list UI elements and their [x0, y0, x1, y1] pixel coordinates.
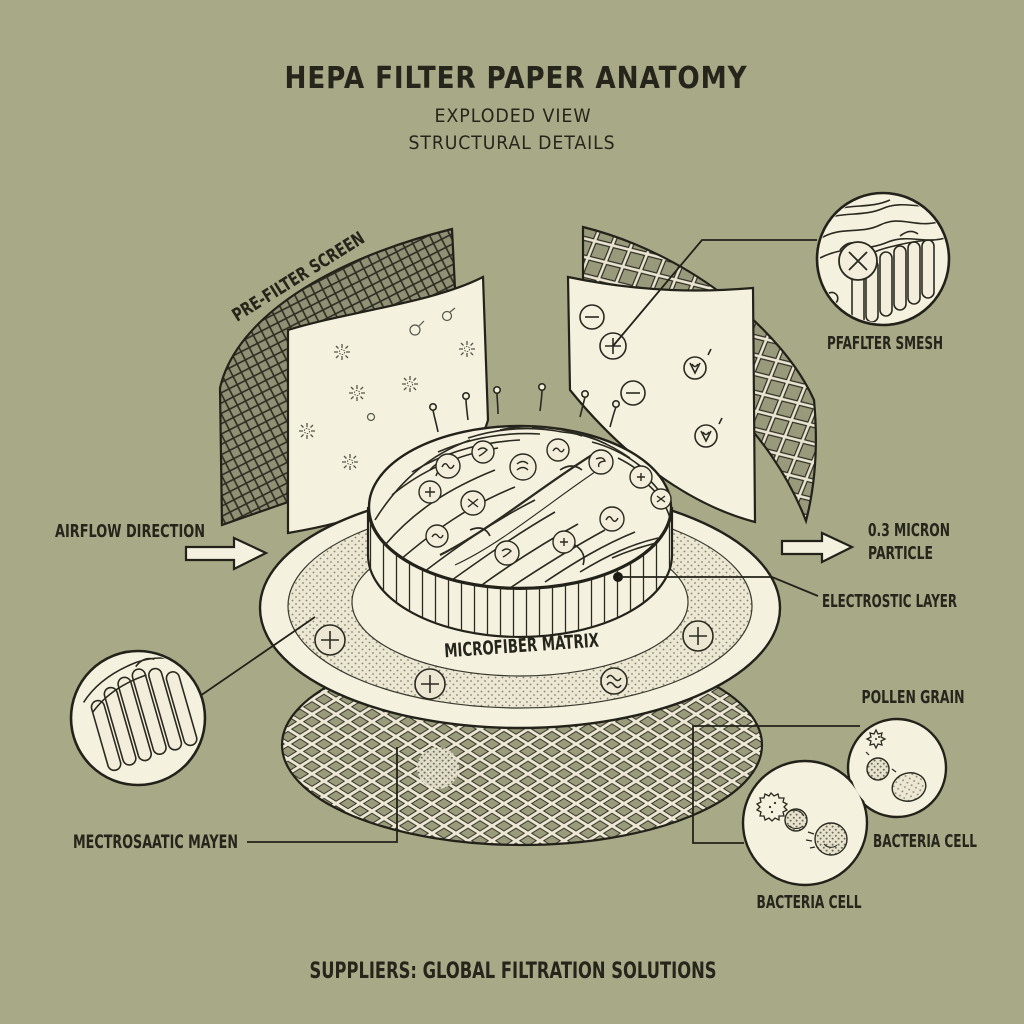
airflow-arrow-icon: [184, 536, 269, 571]
charged-particle-icon: [683, 348, 712, 380]
charged-particle-icon: [694, 417, 723, 448]
leader-lines: [199, 239, 860, 844]
squiggle-charge-icon: [600, 667, 628, 695]
fiber-bundle-magnifier: [69, 649, 207, 787]
magnified-bundle: [82, 657, 198, 772]
subtitle-structural-details: STRUCTURAL DETAILS: [409, 132, 616, 154]
leader-contaminants: [692, 725, 860, 844]
leader-prefilter-mesh: [612, 239, 817, 347]
positive-charge-icon: [682, 620, 714, 652]
prefilter-mesh-magnifier: [815, 191, 951, 327]
trapped-particles: [298, 307, 476, 471]
leader-fiber-bundle: [199, 616, 316, 697]
label-electrostatic-layer: ELECTROSTIC LAYER: [822, 591, 957, 612]
label-airflow-direction: AIRFLOW DIRECTION: [55, 521, 205, 542]
label-bacteria-cell-right: BACTERIA CELL: [873, 831, 977, 852]
fiber-pins: [428, 382, 620, 433]
fiber-end-glyphs: [418, 438, 672, 566]
leader-electrostatic-detail: [247, 747, 398, 843]
label-micron-particle-line1: 0.3 MICRON: [868, 520, 950, 541]
leader-electrostatic-layer: [618, 576, 819, 597]
pollen-grain-icon: [865, 728, 927, 802]
positive-charge-icon: [314, 624, 346, 656]
label-bacteria-cell-bottom: BACTERIA CELL: [757, 892, 862, 913]
label-pollen-grain: POLLEN GRAIN: [862, 687, 965, 708]
label-prefilter-mesh-detail: PFAFLTER SMESH: [827, 333, 943, 354]
fiber-cross-section-icon: [838, 241, 878, 281]
subtitle-exploded-view: EXPLODED VIEW: [435, 105, 592, 127]
bacteria-cell-icon: [755, 791, 848, 856]
microfiber-disc: [366, 382, 674, 639]
contaminant-magnifier: [741, 717, 948, 887]
positive-charge-icon: [414, 668, 446, 700]
particle-arrow-icon: [780, 531, 855, 564]
label-micron-particle-line2: PARTICLE: [868, 543, 933, 564]
footer-supplier-line: SUPPLIERS: GLOBAL FILTRATION SOLUTIONS: [310, 959, 717, 984]
label-electrostatic-detail: MECTROSAATIC MAYEN: [73, 831, 238, 853]
dust-particle-icon: [366, 307, 456, 422]
page-title: HEPA FILTER PAPER ANATOMY: [285, 61, 748, 96]
negative-charge-icon: [620, 380, 646, 406]
negative-charge-icon: [579, 304, 605, 330]
debris-patch: [417, 747, 459, 789]
